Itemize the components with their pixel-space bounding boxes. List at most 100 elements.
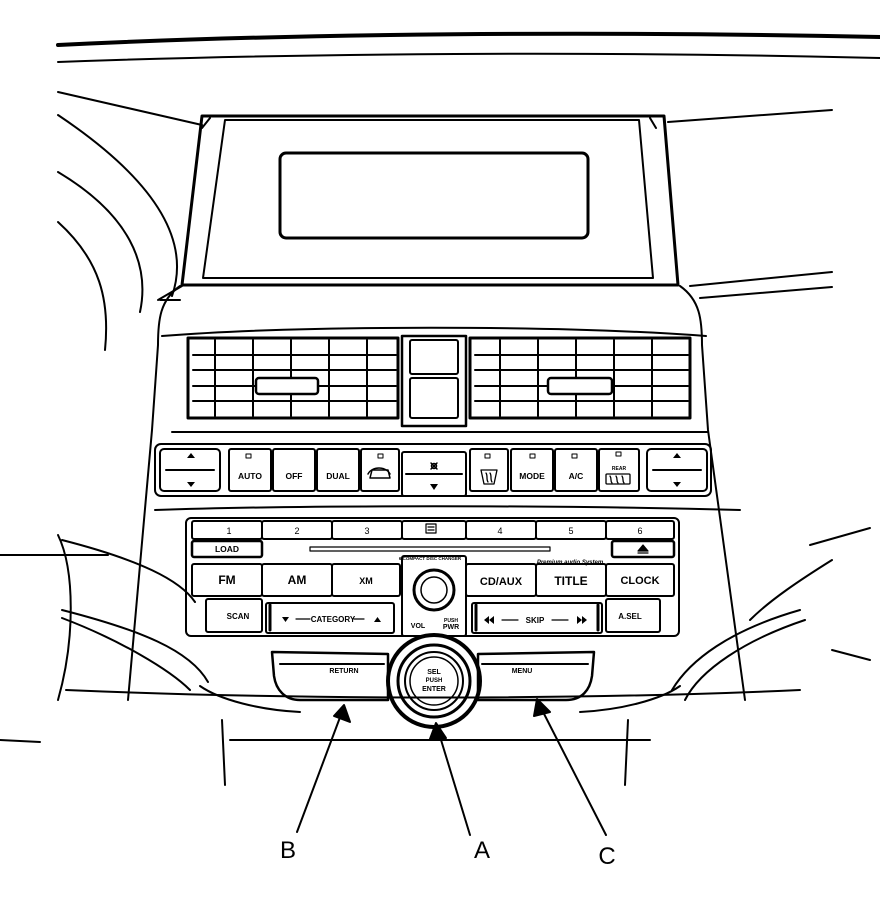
volume-knob[interactable] (412, 568, 456, 612)
dual-label: DUAL (326, 471, 350, 481)
preset-label-5: 5 (568, 526, 573, 536)
load-button[interactable] (190, 539, 264, 559)
eject-icon (637, 544, 649, 554)
fm-label: FM (218, 573, 235, 587)
ac-label: A/C (569, 471, 584, 481)
down-arrow-icon (430, 484, 438, 490)
indicator-led (529, 453, 536, 459)
clock-label: CLOCK (620, 575, 659, 587)
dashboard-left-side (0, 91, 209, 743)
disc-changer-label: 6 COMPACT DISC CHANGER (399, 556, 462, 561)
skip-label: SKIP (526, 616, 545, 625)
skip-rocker[interactable] (471, 602, 603, 634)
auto-button[interactable] (228, 448, 272, 492)
callout-arrow-b (333, 704, 351, 723)
title-label: TITLE (554, 574, 587, 588)
eject-button[interactable] (610, 539, 676, 559)
audio-unit: 1 2 3 4 5 6 LOAD 6 COMPACT DISC CHANGER … (185, 517, 680, 637)
windshield-defrost-icon (480, 469, 498, 485)
air-vent-left (186, 336, 400, 420)
down-arrow-icon (673, 482, 681, 487)
indicator-led (377, 453, 384, 459)
category-rocker[interactable] (265, 602, 395, 634)
rear-defrost-button[interactable] (598, 448, 640, 492)
recirculation-button[interactable] (360, 448, 400, 492)
callout-label-a: A (474, 837, 490, 864)
off-label: OFF (286, 471, 303, 481)
ac-button[interactable] (554, 448, 598, 492)
up-arrow-icon (374, 617, 381, 622)
scan-label: SCAN (227, 612, 250, 621)
vent-tab-left[interactable] (254, 376, 320, 396)
recirculation-icon (367, 467, 391, 479)
display-screen (278, 151, 590, 240)
menu-label: MENU (512, 668, 533, 675)
scan-button[interactable] (205, 598, 263, 633)
enter-label: ENTER (422, 686, 446, 693)
climate-panel: AUTO OFF DUAL MODE A/C REAR (154, 443, 712, 497)
callout-line-a (437, 729, 471, 836)
xm-button[interactable] (331, 563, 401, 597)
callout-line-c (539, 705, 607, 836)
fan-speed-rocker[interactable] (401, 451, 467, 497)
dual-button[interactable] (316, 448, 360, 492)
temp-left-rocker[interactable] (159, 448, 221, 492)
display-housing (180, 114, 680, 287)
dashboard-right-side (667, 109, 871, 701)
cd-aux-label: CD/AUX (480, 576, 523, 588)
temp-right-rocker[interactable] (646, 448, 708, 492)
callout-label-b: B (280, 837, 296, 864)
vent-tab-right[interactable] (546, 376, 614, 396)
vol-label: VOL (411, 623, 426, 630)
preset-label-3: 3 (364, 526, 369, 536)
fan-icon (430, 462, 438, 470)
return-button[interactable] (270, 650, 390, 702)
xm-label: XM (359, 576, 373, 586)
preset-label-2: 2 (294, 526, 299, 536)
disc-icon (425, 523, 437, 534)
center-console (65, 285, 801, 786)
callout-arrow-c (533, 698, 551, 717)
up-arrow-icon (187, 453, 195, 458)
front-defrost-button[interactable] (469, 448, 509, 492)
auto-label: AUTO (238, 471, 262, 481)
callout-arrow-a (429, 722, 447, 740)
menu-button[interactable] (476, 650, 596, 702)
indicator-led (245, 453, 252, 459)
return-label: RETURN (329, 668, 358, 675)
preset-button-6[interactable] (605, 520, 675, 540)
up-arrow-icon (673, 453, 681, 458)
down-arrow-icon (187, 482, 195, 487)
clock-button[interactable] (605, 563, 675, 597)
push-label: PUSH (426, 678, 443, 684)
off-button[interactable] (272, 448, 316, 492)
preset-label-4: 4 (497, 526, 502, 536)
load-label: LOAD (215, 544, 239, 554)
callouts: B A C (280, 698, 616, 870)
air-vent-right (468, 336, 692, 420)
down-arrow-icon (282, 617, 289, 622)
indicator-led (615, 451, 622, 457)
rear-label: REAR (612, 466, 627, 472)
am-label: AM (288, 573, 307, 587)
callout-line-b (296, 711, 343, 833)
push-pwr-label-top: PUSH (444, 618, 458, 624)
push-pwr-label-bottom: PWR (443, 624, 459, 631)
dashboard-top-lines (56, 31, 880, 63)
skip-forward-icon (577, 616, 587, 624)
callout-label-c: C (598, 843, 615, 870)
indicator-led (484, 453, 491, 459)
preset-label-6: 6 (637, 526, 642, 536)
mode-label: MODE (519, 471, 545, 481)
preset-label-1: 1 (226, 526, 231, 536)
mode-button[interactable] (510, 448, 554, 492)
skip-back-icon (484, 616, 494, 624)
sel-label: SEL (427, 669, 441, 676)
category-label: CATEGORY (311, 615, 356, 624)
indicator-led (571, 453, 578, 459)
rear-defrost-icon (605, 473, 631, 485)
a-sel-button[interactable] (605, 598, 661, 633)
air-vent-center (400, 334, 468, 428)
a-sel-label: A.SEL (618, 612, 642, 621)
